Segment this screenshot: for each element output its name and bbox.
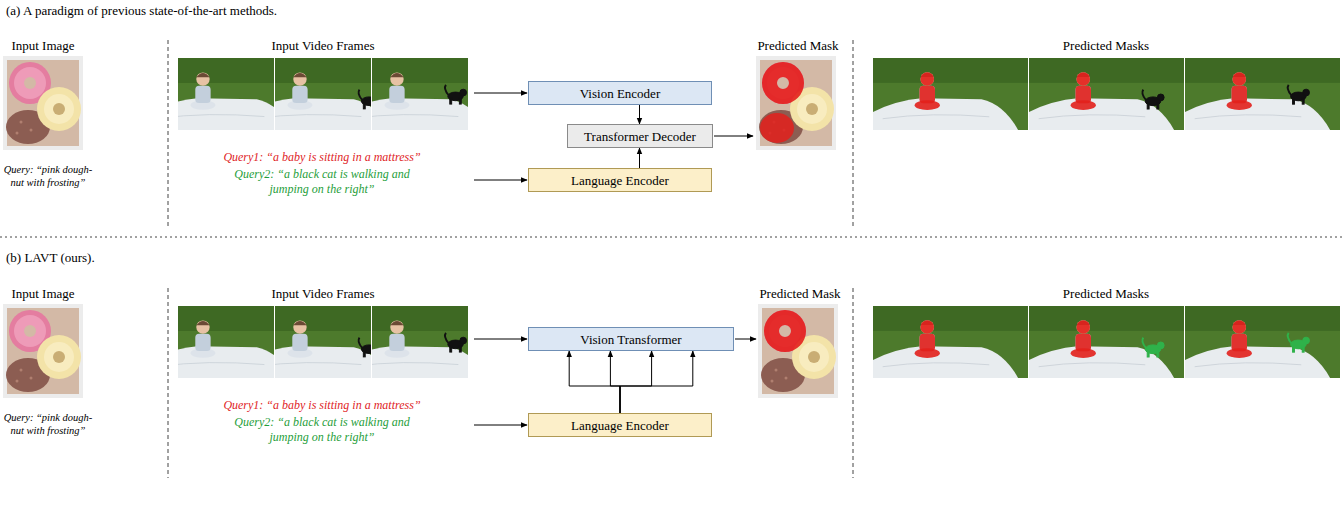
divider-line bbox=[168, 40, 853, 478]
query-text: Query: “pink dough- nut with frosting” bbox=[1, 164, 95, 190]
connector-arrow bbox=[610, 351, 620, 413]
separator-line bbox=[0, 237, 1343, 238]
box-text: Language Encoder bbox=[571, 173, 669, 188]
query-text: Query1: “a baby is sitting in a mattress… bbox=[172, 398, 472, 413]
transformer-box: Vision Transformer bbox=[528, 327, 734, 351]
encoder-box: Vision Encoder bbox=[528, 81, 712, 105]
connector-arrow bbox=[620, 351, 652, 413]
connector-arrow bbox=[639, 105, 640, 124]
encoder-box: Language Encoder bbox=[528, 413, 712, 437]
flow-arrow bbox=[474, 93, 756, 425]
connector-arrow bbox=[569, 351, 620, 413]
query-text: Query2: “a black cat is walking and jump… bbox=[220, 167, 425, 196]
predicted-mask-frames bbox=[873, 58, 1340, 379]
image-caption: Predicted Mask bbox=[740, 286, 860, 302]
box-text: Language Encoder bbox=[571, 418, 669, 433]
connector-arrow bbox=[620, 351, 693, 413]
input-image bbox=[3, 304, 83, 398]
box-text: Vision Encoder bbox=[580, 86, 660, 101]
panel-heading: (b) LAVT (ours). bbox=[6, 250, 526, 266]
predicted-mask-image bbox=[756, 56, 836, 150]
image-caption: Input Image bbox=[0, 286, 88, 302]
decoder-box: Transformer Decoder bbox=[567, 124, 713, 148]
encoder-box: Language Encoder bbox=[528, 168, 712, 192]
image-caption: Predicted Masks bbox=[1026, 38, 1186, 54]
query-text: Query2: “a black cat is walking and jump… bbox=[220, 415, 425, 444]
predicted-mask-image bbox=[758, 304, 838, 398]
query-text: Query1: “a baby is sitting in a mattress… bbox=[172, 150, 472, 165]
connector-arrow bbox=[639, 148, 640, 168]
image-caption: Input Image bbox=[0, 38, 88, 54]
panel-heading: (a) A paradigm of previous state-of-the-… bbox=[6, 3, 526, 19]
video-frames bbox=[149, 58, 497, 378]
input-image bbox=[3, 56, 83, 150]
image-caption: Input Video Frames bbox=[223, 286, 423, 302]
box-text: Vision Transformer bbox=[580, 332, 681, 347]
query-text: Query: “pink dough- nut with frosting” bbox=[1, 412, 95, 438]
image-caption: Predicted Masks bbox=[1026, 286, 1186, 302]
image-caption: Predicted Mask bbox=[738, 38, 858, 54]
image-caption: Input Video Frames bbox=[223, 38, 423, 54]
box-text: Transformer Decoder bbox=[584, 129, 696, 144]
